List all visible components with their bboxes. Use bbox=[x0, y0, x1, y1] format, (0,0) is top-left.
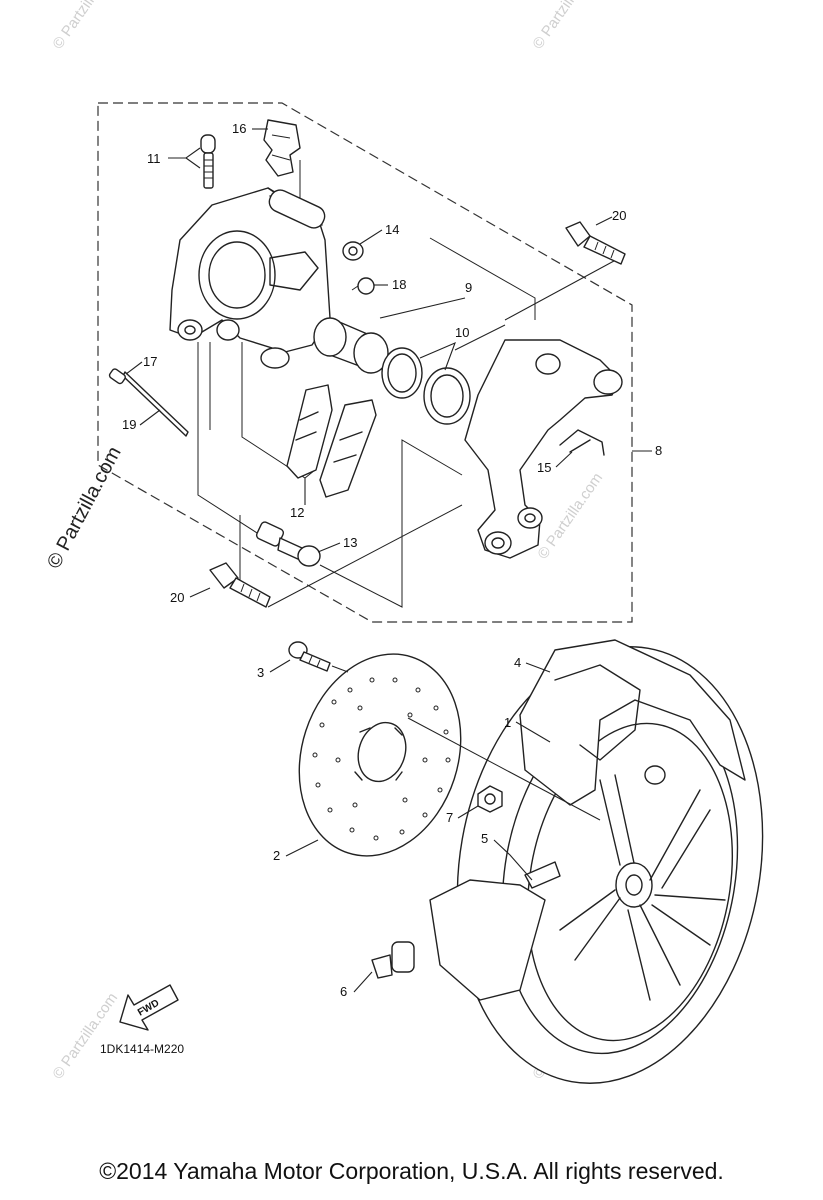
brake-disc-part bbox=[298, 653, 462, 857]
label-13: 13 bbox=[343, 535, 357, 550]
label-10: 10 bbox=[455, 325, 469, 340]
diagram-code: 1DK1414-M220 bbox=[100, 1042, 184, 1056]
disc-bolt-part bbox=[288, 641, 331, 672]
label-8: 8 bbox=[655, 443, 662, 458]
caliper-bolt-upper-part bbox=[565, 221, 626, 265]
caliper-bracket-part bbox=[464, 339, 623, 559]
label-9: 9 bbox=[465, 280, 472, 295]
label-12: 12 bbox=[290, 505, 304, 520]
front-fender-part bbox=[519, 639, 746, 806]
watermark-bottom-left: © Partzilla.com bbox=[49, 990, 121, 1083]
valve-cap-part bbox=[371, 941, 415, 979]
label-5: 5 bbox=[481, 831, 488, 846]
label-20-lower: 20 bbox=[170, 590, 184, 605]
piston-seal-parts bbox=[381, 347, 471, 425]
label-1: 1 bbox=[504, 715, 511, 730]
bleed-screw-part bbox=[200, 134, 216, 189]
watermark-top-left: © Partzilla.com bbox=[49, 0, 121, 52]
label-20-upper: 20 bbox=[612, 208, 626, 223]
label-16: 16 bbox=[232, 121, 246, 136]
caliper-assembly-boundary bbox=[97, 102, 633, 623]
label-11: 11 bbox=[147, 151, 161, 166]
label-2: 2 bbox=[273, 848, 280, 863]
partzilla-watermark: © Partzilla.com bbox=[43, 443, 126, 572]
label-3: 3 bbox=[257, 665, 264, 680]
forward-arrow-icon: FWD bbox=[119, 984, 179, 1031]
label-15: 15 bbox=[537, 460, 551, 475]
watermark-mid-right: © Partzilla.com bbox=[534, 470, 606, 563]
label-18: 18 bbox=[392, 277, 406, 292]
label-6: 6 bbox=[340, 984, 347, 999]
watermark-top-right: © Partzilla.com bbox=[529, 0, 601, 52]
slide-bolt-part bbox=[255, 521, 321, 567]
label-4: 4 bbox=[514, 655, 521, 670]
cap-part-18 bbox=[351, 277, 375, 295]
cap-part-14 bbox=[342, 241, 364, 261]
retainer-clip-part bbox=[559, 429, 605, 456]
caliper-bolt-lower-part bbox=[209, 562, 271, 608]
label-7: 7 bbox=[446, 810, 453, 825]
lower-fender-valve-part bbox=[429, 861, 561, 1001]
caliper-body-part bbox=[169, 187, 331, 369]
copyright-notice: ©2014 Yamaha Motor Corporation, U.S.A. A… bbox=[99, 1158, 724, 1184]
label-14: 14 bbox=[385, 222, 399, 237]
label-17: 17 bbox=[143, 354, 157, 369]
part-labels: 11 16 14 18 9 10 17 19 20 8 15 12 13 20 … bbox=[122, 121, 662, 999]
wheel-leader-lines bbox=[331, 665, 601, 821]
label-19: 19 bbox=[122, 417, 136, 432]
pad-pin-part bbox=[108, 368, 189, 437]
pad-spring-part bbox=[263, 119, 301, 177]
brake-pad-parts bbox=[286, 384, 377, 498]
piston-part bbox=[313, 317, 389, 374]
